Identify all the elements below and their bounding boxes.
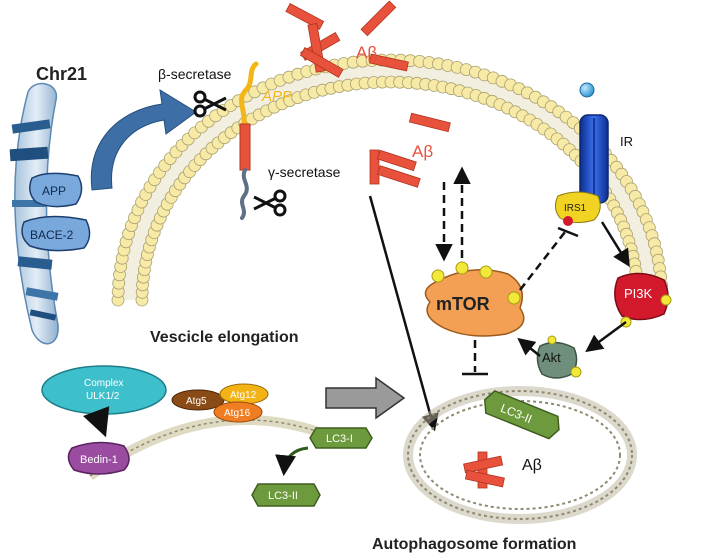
bace2-gene-blob bbox=[21, 215, 91, 252]
mtor-node bbox=[424, 261, 525, 337]
lc3i-node bbox=[309, 427, 373, 449]
abeta-mid-label: Aβ bbox=[412, 142, 433, 161]
insulin-ligand bbox=[579, 82, 595, 98]
membrane-inner-lipids bbox=[135, 75, 645, 307]
vesicle-elongation-label: Vescicle elongation bbox=[150, 329, 299, 346]
app-membrane-label: APP bbox=[261, 88, 292, 105]
abeta-autophagosome-label: Aβ bbox=[522, 457, 542, 474]
beta-secretase-label: β-secretase bbox=[158, 66, 232, 82]
pi3k-label: PI3K bbox=[624, 286, 653, 301]
bedin1-node bbox=[67, 441, 130, 475]
abeta-fragments-middle bbox=[369, 149, 421, 188]
complex-to-bedin-arrow bbox=[83, 406, 110, 438]
abeta-top-label: Aβ bbox=[356, 43, 377, 62]
complex-line2-label: ULK1/2 bbox=[86, 391, 120, 402]
chromosome-21: Chr21 APP BACE-2 bbox=[9, 64, 91, 345]
chr21-label: Chr21 bbox=[36, 64, 87, 84]
progression-arrow bbox=[325, 376, 406, 420]
app-protein bbox=[239, 61, 259, 220]
akt-label: Akt bbox=[542, 350, 561, 365]
chromosome-band bbox=[17, 256, 53, 270]
app-gene-label: APP bbox=[42, 184, 66, 198]
lc3i-label: LC3-I bbox=[326, 433, 353, 445]
scissors-icon bbox=[253, 189, 287, 217]
chromosome-band bbox=[9, 146, 49, 162]
lc3ii-label: LC3-II bbox=[268, 490, 298, 502]
autophagosome-formation-label: Autophagosome formation bbox=[372, 536, 576, 553]
bace2-gene-label: BACE-2 bbox=[30, 228, 74, 242]
chromosome-band bbox=[25, 287, 59, 301]
atg16-label: Atg16 bbox=[224, 408, 251, 419]
irs1-node bbox=[554, 191, 601, 226]
insulin-receptor bbox=[579, 82, 609, 204]
bedin1-label: Bedin-1 bbox=[80, 454, 118, 466]
lc3-conversion-arrow bbox=[275, 446, 309, 477]
ulk-complex bbox=[41, 365, 167, 415]
abeta-fragments-top bbox=[285, 0, 451, 133]
app-gene-blob bbox=[29, 172, 83, 208]
atg-proteins bbox=[171, 383, 269, 423]
chromosome-band bbox=[12, 200, 46, 207]
gamma-secretase-label: γ-secretase bbox=[268, 164, 341, 180]
scissors-icon bbox=[193, 90, 227, 118]
atg12-label: Atg12 bbox=[230, 390, 257, 401]
akt-node bbox=[536, 335, 582, 379]
pi3k-node bbox=[614, 272, 672, 328]
autophagosome bbox=[403, 386, 637, 524]
chromosome-band bbox=[29, 309, 57, 321]
pathway-arrows bbox=[368, 166, 630, 432]
chromosome-band bbox=[11, 119, 51, 134]
complex-line1-label: Complex bbox=[84, 378, 123, 389]
lc3ii-node bbox=[251, 483, 321, 507]
mtor-label: mTOR bbox=[436, 294, 490, 314]
irs1-label: IRS1 bbox=[564, 203, 587, 214]
ir-label: IR bbox=[620, 134, 633, 149]
atg5-label: Atg5 bbox=[186, 396, 207, 407]
